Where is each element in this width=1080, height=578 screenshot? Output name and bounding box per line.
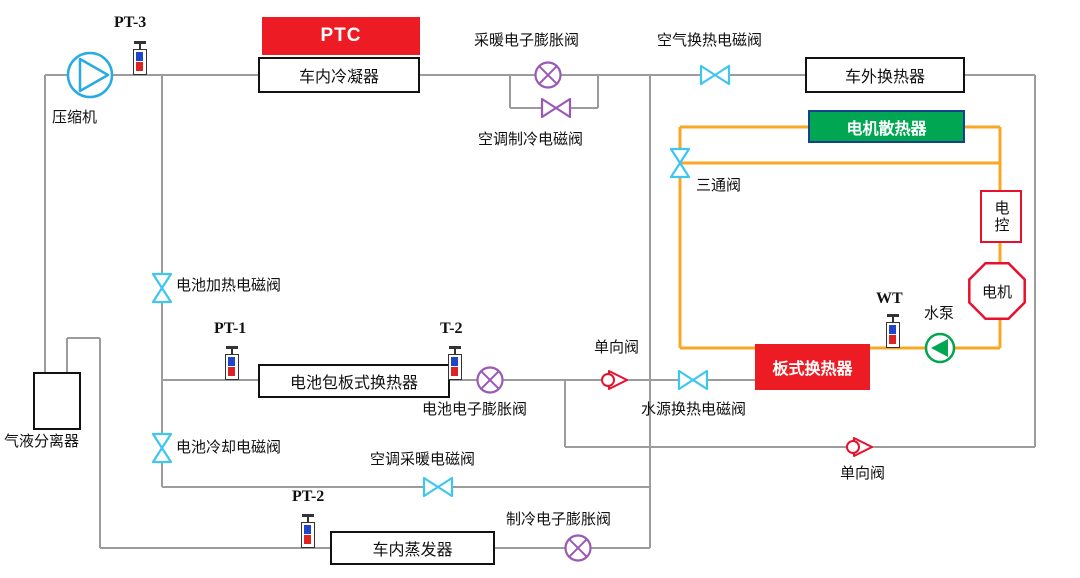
battery-cool-solenoid-valve-icon [151, 432, 173, 464]
water-source-solenoid-label: 水源换热电磁阀 [641, 401, 747, 418]
compressor-label: 压缩机 [52, 109, 98, 126]
wt-sensor-icon [885, 314, 901, 348]
water-pump-icon [924, 332, 956, 364]
pt1-label: PT-1 [214, 320, 247, 337]
ac-heating-solenoid-valve-icon [422, 476, 454, 498]
battery-exv-label: 电池电子膨胀阀 [422, 401, 528, 418]
battery-exv-icon [476, 366, 504, 394]
pt3-label: PT-3 [114, 14, 147, 31]
pt2-sensor-icon [300, 514, 316, 548]
air-hx-solenoid-label: 空气换热电磁阀 [657, 32, 763, 49]
wt-label: WT [876, 290, 903, 307]
plate-heat-exchanger-box: 板式换热器 [755, 344, 870, 390]
three-way-valve-label: 三通阀 [696, 177, 742, 194]
pt3-sensor-icon [132, 41, 148, 75]
motor-controller-box: 电控 [980, 190, 1022, 243]
check-valve-mid-label: 单向阀 [594, 339, 640, 356]
air-hx-solenoid-valve-icon [699, 64, 731, 86]
water-pump-label: 水泵 [924, 305, 955, 322]
motor-icon: 电机 [965, 259, 1029, 323]
indoor-condenser-box: 车内冷凝器 [258, 57, 420, 93]
check-valve-mid-icon [599, 366, 631, 394]
pt2-label: PT-2 [292, 488, 325, 505]
battery-plate-heat-exchanger-box: 电池包板式换热器 [258, 364, 450, 398]
heating-exv-label: 采暖电子膨胀阀 [474, 32, 580, 49]
cooling-exv-icon [564, 534, 592, 562]
motor-radiator-box: 电机散热器 [808, 110, 965, 143]
water-source-solenoid-valve-icon [677, 369, 709, 391]
indoor-evaporator-box: 车内蒸发器 [330, 531, 495, 565]
check-valve-bottom-label: 单向阀 [840, 465, 886, 482]
gas-liquid-separator-label: 气液分离器 [4, 433, 80, 450]
battery-cool-solenoid-label: 电池冷却电磁阀 [176, 439, 282, 456]
three-way-valve-icon [669, 147, 691, 179]
check-valve-bottom-icon [844, 433, 876, 461]
ac-cooling-solenoid-label: 空调制冷电磁阀 [478, 131, 584, 148]
ac-cooling-solenoid-valve-icon [540, 97, 572, 119]
gas-liquid-separator-box [33, 372, 81, 430]
t2-sensor-icon [447, 346, 463, 380]
t2-label: T-2 [440, 320, 463, 337]
battery-heat-solenoid-valve-icon [151, 272, 173, 304]
pt1-sensor-icon [224, 346, 240, 380]
ptc-heater-box: PTC [262, 17, 420, 55]
ac-heating-solenoid-label: 空调采暖电磁阀 [370, 451, 476, 468]
outdoor-heat-exchanger-box: 车外换热器 [805, 57, 965, 93]
heating-exv-icon [534, 61, 562, 89]
compressor-icon [66, 51, 114, 99]
cooling-exv-label: 制冷电子膨胀阀 [506, 511, 612, 528]
battery-heat-solenoid-label: 电池加热电磁阀 [176, 277, 282, 294]
motor-label: 电机 [981, 283, 1012, 301]
